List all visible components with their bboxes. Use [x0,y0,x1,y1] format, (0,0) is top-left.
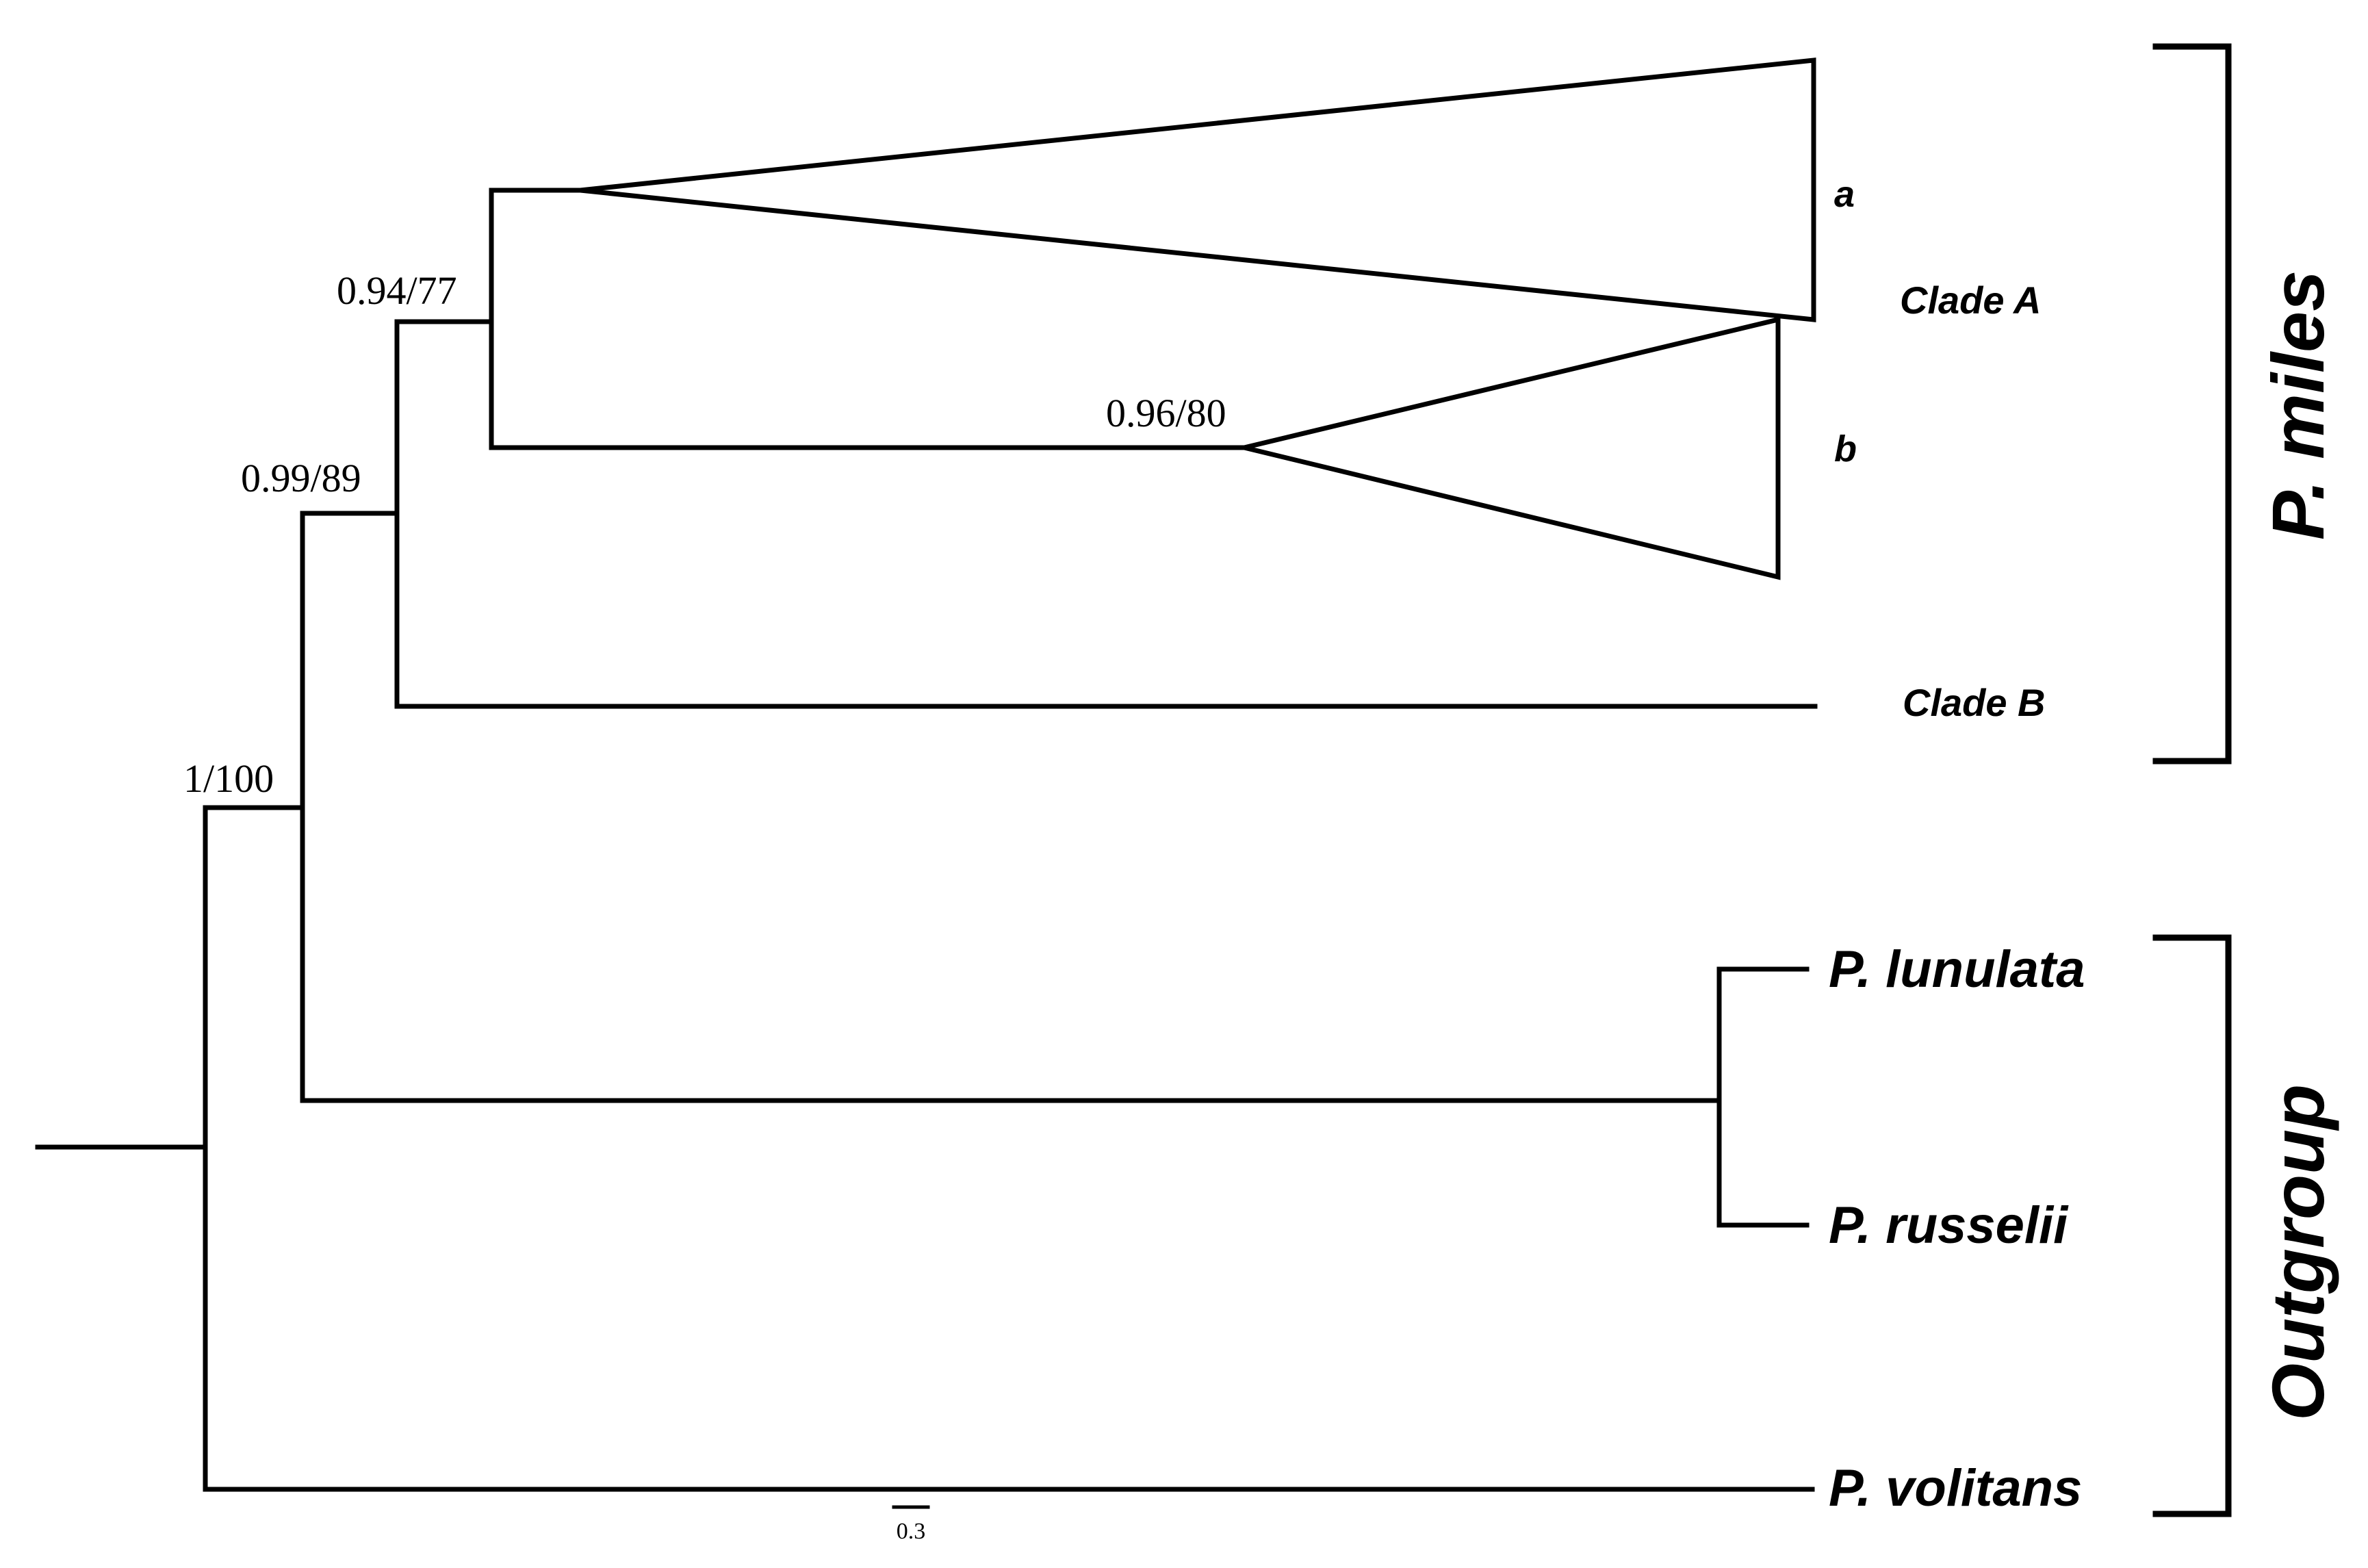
subclade-a-label: a [1834,174,1855,215]
tip-label-clade-b: Clade B [1903,681,2046,724]
p-miles-group-label: P. miles [2256,270,2339,540]
support-value-clade-ab-node: 0.94/77 [337,268,457,313]
subclade-b-label: b [1834,428,1857,470]
outgroup-group-label: Outgroup [2256,1084,2339,1421]
tip-label-p-volitans: P. volitans [1829,1459,2082,1517]
p-miles-bracket [2152,43,2232,764]
tip-label-clade-a: Clade A [1900,279,2041,322]
subclade-b-collapsed-triangle [1244,316,1781,580]
tip-label-p-lunulata: P. lunulata [1829,940,2085,999]
support-value-subclade-b-node: 0.96/80 [1106,391,1226,435]
subclade-a-collapsed-triangle [580,57,1816,322]
tip-label-p-russelii: P. russelii [1829,1196,2069,1255]
outgroup-bracket [2152,934,2232,1517]
support-value-root-node: 1/100 [183,756,274,801]
scale-bar-value: 0.3 [897,1519,926,1544]
support-value-ingroup-node: 0.99/89 [241,456,361,500]
